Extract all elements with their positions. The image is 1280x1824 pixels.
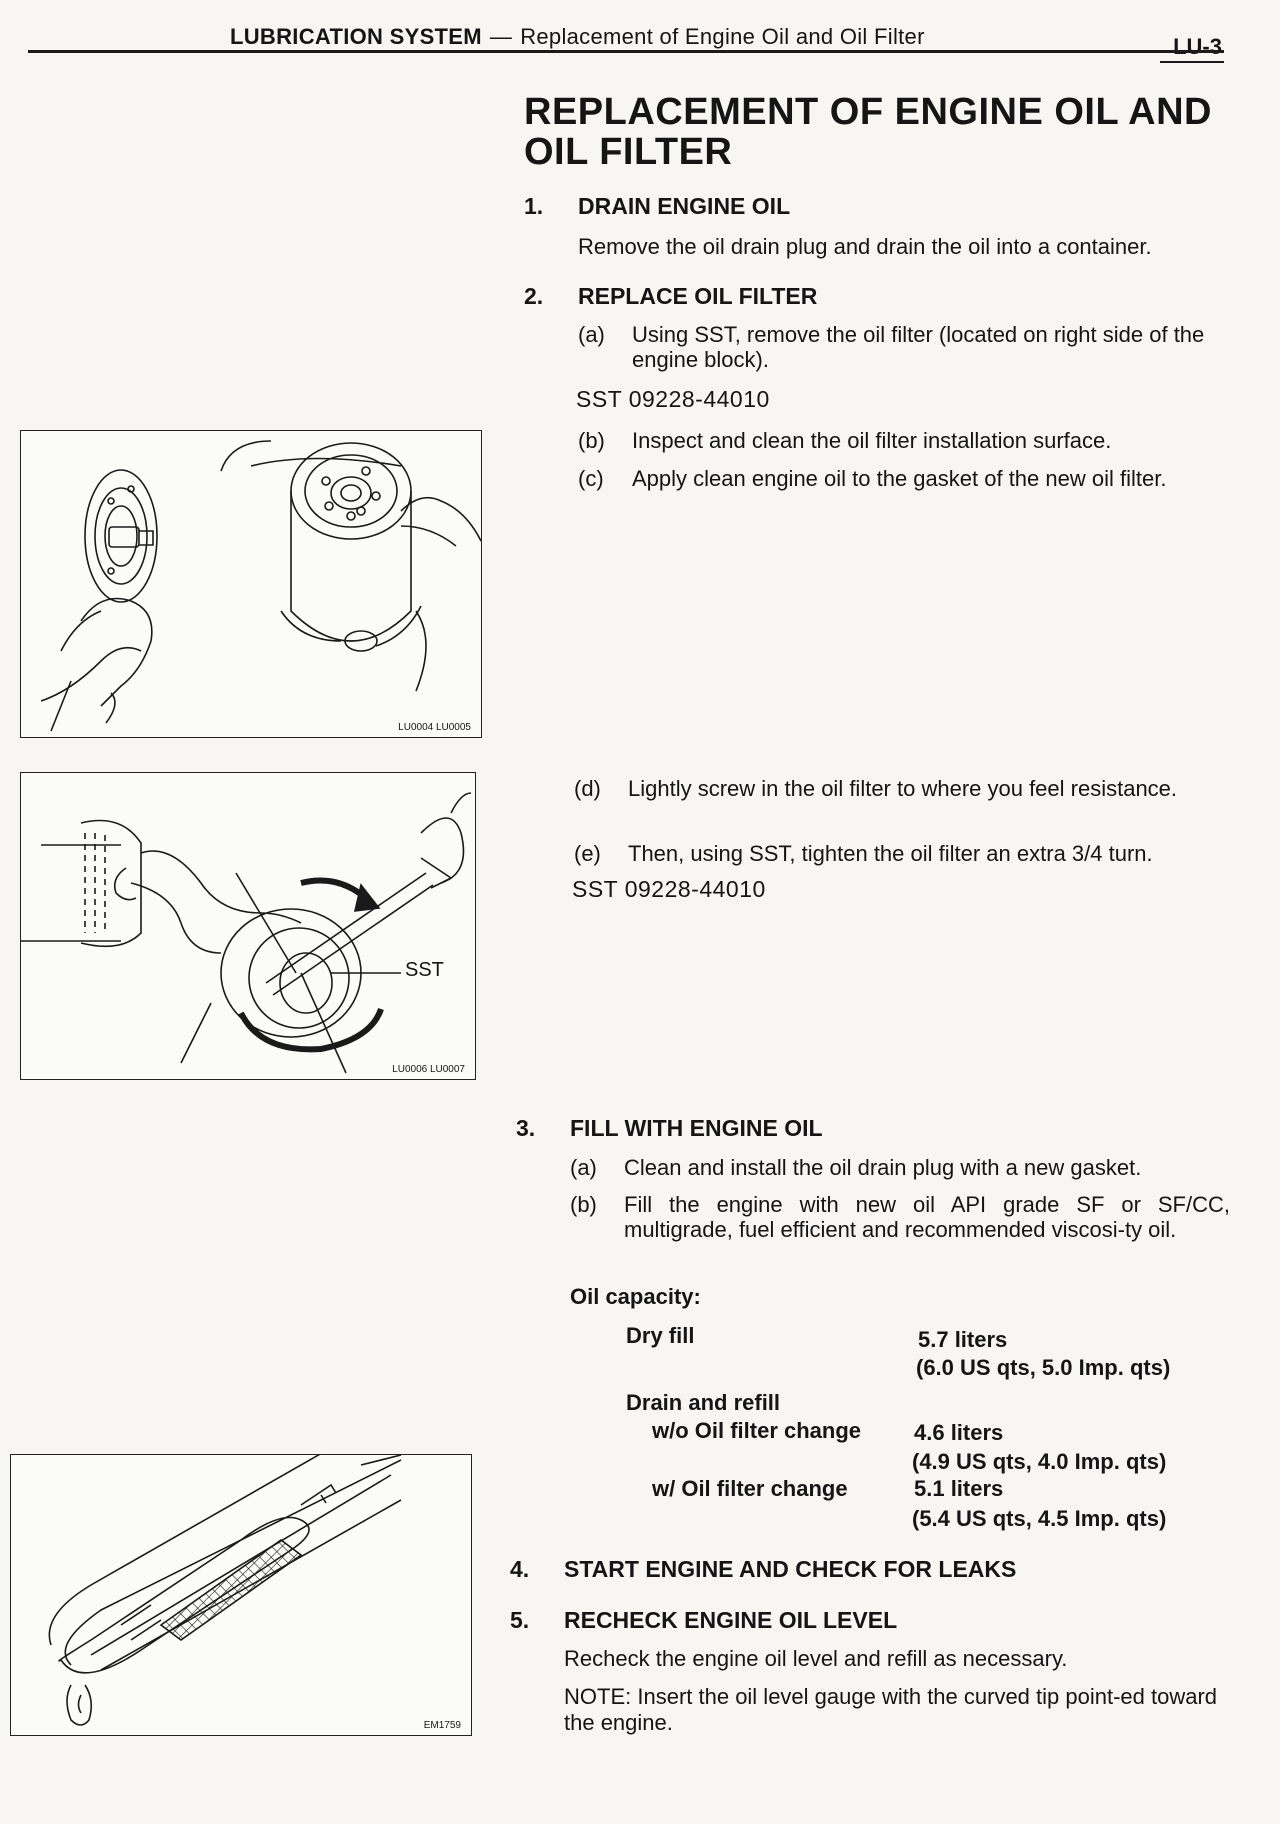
note-label: NOTE: [564,1684,632,1709]
substep-text: Then, using SST, tighten the oil filter … [628,841,1153,866]
step-number: 3. [516,1115,536,1141]
note: NOTE: Insert the oil level gauge with th… [564,1684,1228,1736]
step-number: 5. [510,1607,530,1633]
step-1-heading: 1. DRAIN ENGINE OIL [524,193,790,220]
figure-filter-removal: LU0004 LU0005 [20,430,482,738]
oil-capacity-title: Oil capacity: [570,1284,701,1309]
sst-number: SST 09228-44010 [572,876,766,902]
substep-2c: (c) Apply clean engine oil to the gasket… [578,466,1230,491]
oil-level-gauge-illustration [48,1455,402,1726]
note-text: Insert the oil level gauge with the curv… [564,1684,1218,1735]
substep-2b: (b) Inspect and clean the oil filter ins… [578,428,1230,453]
substep-2e: (e) Then, using SST, tighten the oil fil… [574,841,1230,866]
wo-filter-conversion: (4.9 US qts, 4.0 Imp. qts) [912,1449,1167,1474]
substep-text: Clean and install the oil drain plug wit… [624,1155,1142,1180]
sst-number: SST 09228-44010 [576,386,770,412]
page-number-rule [1160,61,1224,63]
substep-2a: (a) Using SST, remove the oil filter (lo… [578,322,1230,372]
page-title: REPLACEMENT OF ENGINE OIL AND OIL FILTER [524,91,1212,173]
page-number: LU-3 [1173,34,1222,59]
substep-label: (d) [574,776,601,801]
substep-2d: (d) Lightly screw in the oil filter to w… [574,776,1226,801]
oil-filter-tightening-illustration [21,792,472,1074]
substep-label: (a) [578,322,605,347]
header-dash: — [489,24,513,49]
step-heading: REPLACE OIL FILTER [578,283,818,309]
substep-text: Fill the engine with new oil API grade S… [624,1192,1230,1242]
dry-fill-label: Dry fill [626,1323,695,1348]
step-number: 2. [524,283,544,309]
figure-filter-tightening: SST LU0006 LU0007 [20,772,476,1080]
substep-text: Inspect and clean the oil filter install… [632,428,1112,453]
substep-label: (b) [570,1192,597,1217]
w-filter-value: 5.1 liters [914,1476,1004,1501]
figure-code: EM1759 [423,1720,461,1731]
substep-text: Apply clean engine oil to the gasket of … [632,466,1167,491]
substep-3a: (a) Clean and install the oil drain plug… [570,1155,1230,1180]
step-3-heading: 3. FILL WITH ENGINE OIL [516,1115,823,1142]
substep-3b: (b) Fill the engine with new oil API gra… [570,1192,1230,1242]
step-4-heading: 4. START ENGINE AND CHECK FOR LEAKS [510,1556,1016,1583]
dry-fill-conversion: (6.0 US qts, 5.0 Imp. qts) [916,1355,1171,1380]
substep-label: (b) [578,428,605,453]
substep-label: (c) [578,466,604,491]
drain-refill-label: Drain and refill [626,1390,781,1415]
dry-fill-value: 5.7 liters [918,1327,1008,1352]
running-header: LUBRICATION SYSTEM — Replacement of Engine… [230,24,925,50]
step-5-text: Recheck the engine oil level and refill … [564,1646,1068,1671]
header-rule [28,50,1224,53]
step-number: 4. [510,1556,530,1582]
step-heading: DRAIN ENGINE OIL [578,193,791,219]
step-1-text: Remove the oil drain plug and drain the … [578,234,1152,259]
w-filter-label: w/ Oil filter change [652,1476,848,1501]
sst-label: SST [405,959,444,981]
step-heading: FILL WITH ENGINE OIL [570,1115,823,1141]
substep-label: (e) [574,841,601,866]
figure-code: LU0006 LU0007 [392,1064,465,1075]
step-number: 1. [524,193,544,219]
wo-filter-value: 4.6 liters [914,1420,1004,1445]
step-2-heading: 2. REPLACE OIL FILTER [524,283,817,310]
step-heading: RECHECK ENGINE OIL LEVEL [564,1607,898,1633]
substep-text: Using SST, remove the oil filter (locate… [632,322,1205,372]
step-heading: START ENGINE AND CHECK FOR LEAKS [564,1556,1017,1582]
section-subtitle: Replacement of Engine Oil and Oil Filter [520,24,925,49]
figure-code: LU0004 LU0005 [398,722,471,733]
wo-filter-label: w/o Oil filter change [652,1418,862,1443]
substep-label: (a) [570,1155,597,1180]
section-name: LUBRICATION SYSTEM [230,24,482,49]
oil-filter-removal-illustration [40,440,481,732]
w-filter-conversion: (5.4 US qts, 4.5 Imp. qts) [912,1506,1167,1531]
step-5-heading: 5. RECHECK ENGINE OIL LEVEL [510,1607,897,1634]
substep-text: Lightly screw in the oil filter to where… [628,776,1178,801]
figure-oil-level-gauge: EM1759 [10,1454,472,1736]
